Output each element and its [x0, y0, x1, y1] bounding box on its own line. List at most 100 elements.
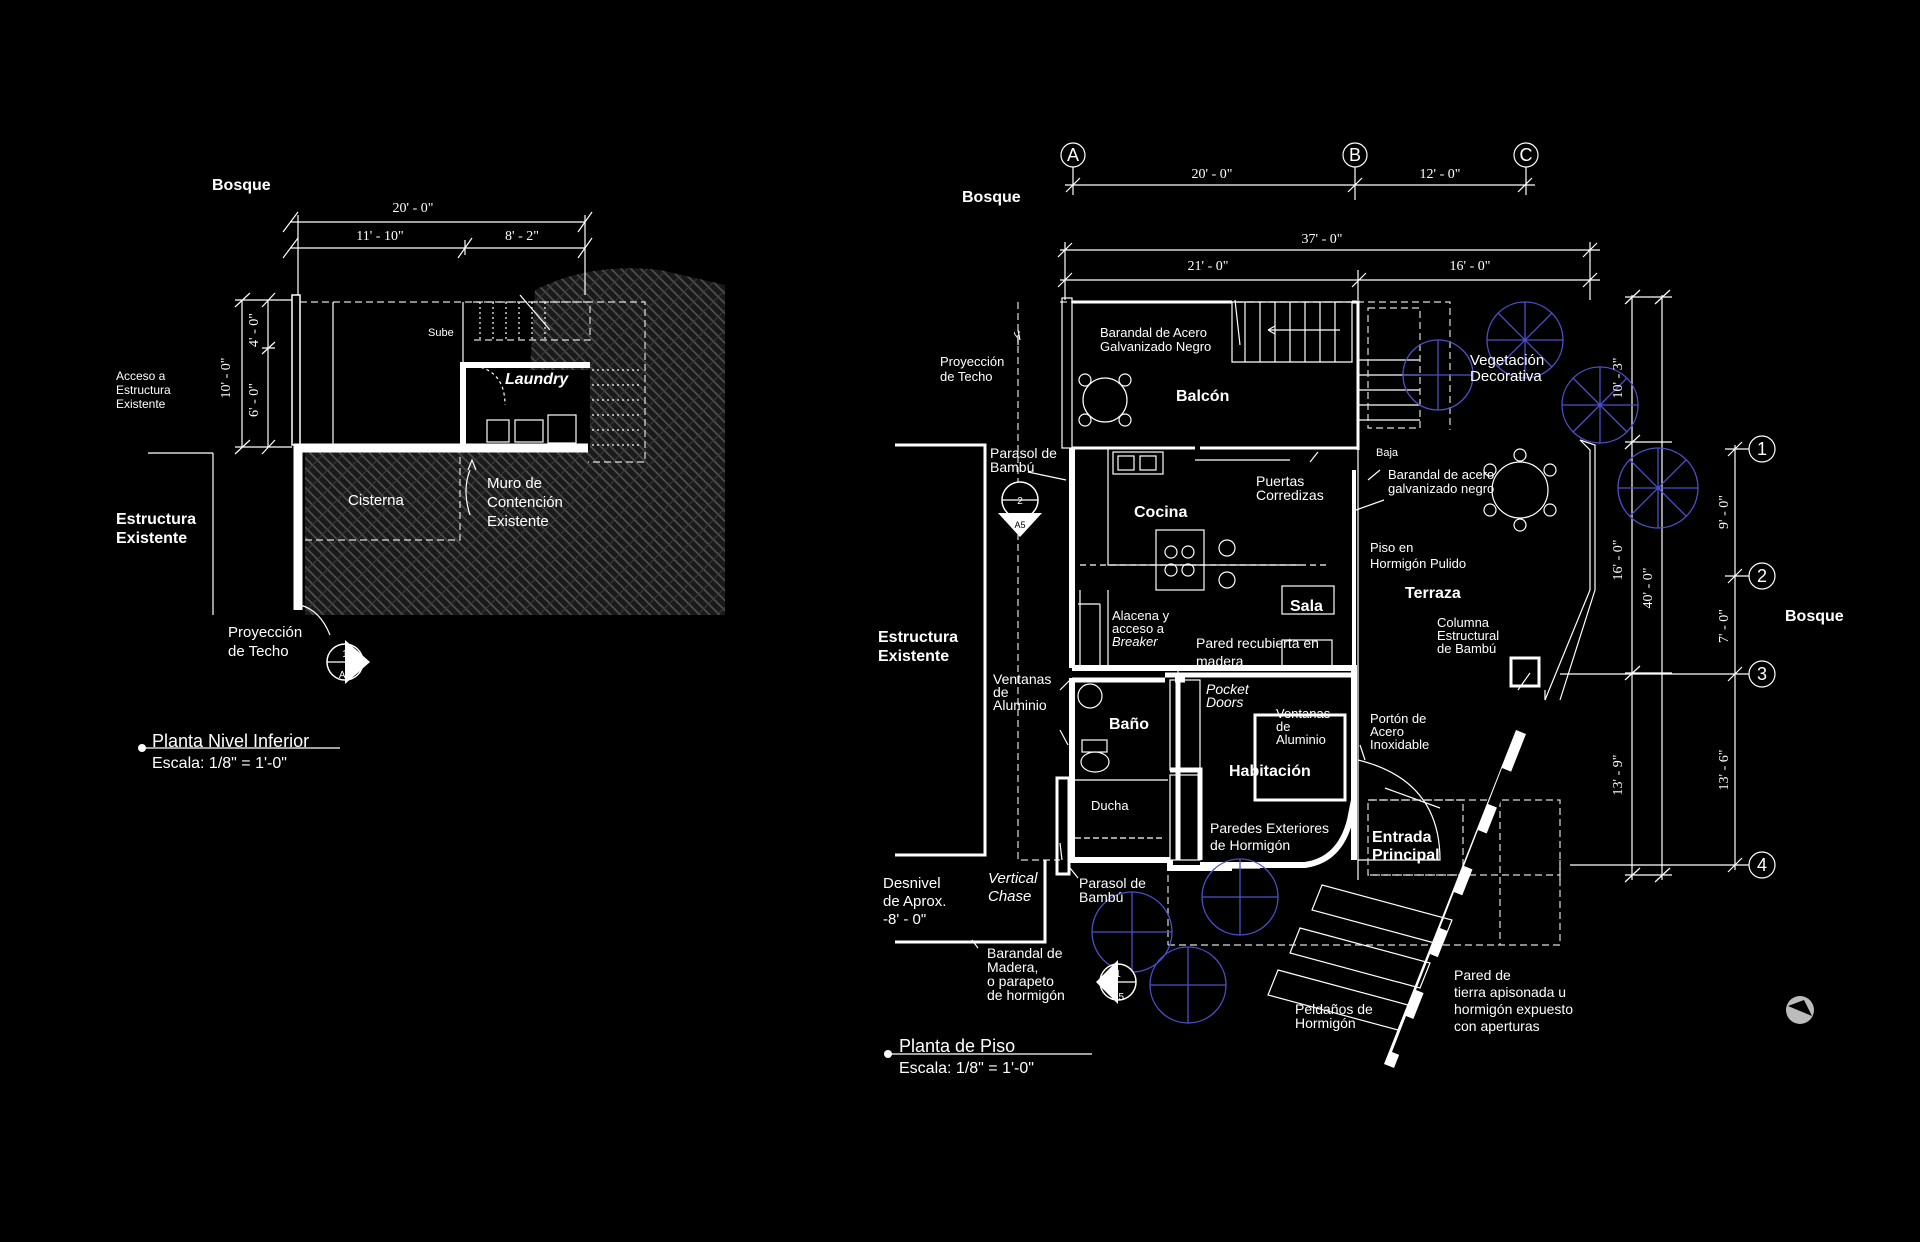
grid-c: C — [1520, 145, 1533, 165]
pocket-2: Doors — [1206, 694, 1243, 710]
dim-total: 20' - 0" — [393, 201, 434, 216]
sube-label: Sube — [428, 327, 454, 339]
cocina-label: Cocina — [1134, 504, 1187, 521]
cisterna-label: Cisterna — [348, 492, 405, 509]
grid-4: 4 — [1757, 855, 1767, 875]
lower-plan-scale: Escala: 1/8" = 1'-0" — [152, 755, 287, 772]
peldanos-2: Hormigón — [1295, 1015, 1356, 1031]
main-plan-scale: Escala: 1/8" = 1'-0" — [899, 1060, 1034, 1077]
ventanas1-3: Aluminio — [993, 697, 1047, 713]
main-plan-title: Planta de Piso — [899, 1036, 1015, 1056]
logo-mark — [1786, 996, 1814, 1024]
alacena-2: acceso a — [1112, 621, 1165, 636]
main-stair — [1231, 301, 1420, 421]
puertas-1: Puertas — [1256, 473, 1304, 489]
parasol1-2: Bambú — [990, 459, 1034, 475]
dim-main-right: 16' - 0" — [1450, 259, 1491, 274]
dim-g2: 7' - 0" — [1717, 609, 1732, 643]
barandal-acero2-1: Barandal de acero — [1388, 467, 1494, 482]
desnivel-1: Desnivel — [883, 875, 941, 892]
baja-label: Baja — [1376, 447, 1399, 459]
muro-line-2: Contención — [487, 494, 563, 511]
laundry-label: Laundry — [505, 371, 569, 388]
pared-tierra-3: hormigón expuesto — [1454, 1001, 1573, 1017]
concrete-steps — [1267, 884, 1453, 1031]
vertical-2: Chase — [988, 888, 1031, 905]
dim-ab: 20' - 0" — [1192, 167, 1233, 182]
main-plan-labels: A B C 1 2 3 4 20' - 0" 12' - 0" 37' - 0"… — [878, 145, 1844, 1077]
dim-vert-total: 10' - 0" — [219, 358, 234, 399]
ventanas2-3: Aluminio — [1276, 732, 1326, 747]
alacena-3: Breaker — [1112, 634, 1158, 649]
bosque-right: Bosque — [1785, 608, 1844, 625]
pared-recubierta-2: madera — [1196, 653, 1244, 669]
vertical-1: Vertical — [988, 870, 1038, 887]
section2-sheet: A5 — [1014, 520, 1025, 530]
acceso-line-1: Acceso a — [116, 369, 166, 383]
section1-sheet: A5 — [1112, 992, 1125, 1003]
bano-label: Baño — [1109, 716, 1149, 733]
entrada-2: Principal — [1372, 847, 1440, 864]
barandal-madera-4: de hormigón — [987, 987, 1065, 1003]
lower-level-plan — [138, 211, 725, 752]
vegetacion-1: Vegetación — [1470, 352, 1544, 369]
dim-bc: 12' - 0" — [1420, 167, 1461, 182]
terraza-label: Terraza — [1405, 585, 1461, 602]
pared-tierra-2: tierra apisonada u — [1454, 984, 1566, 1000]
barandal-acero-1: Barandal de Acero — [1100, 325, 1207, 340]
proyeccion-line-2: de Techo — [228, 643, 289, 660]
bamboo-column — [1509, 656, 1541, 688]
dim-r1: 10' - 3" — [1611, 358, 1626, 399]
muro-line-1: Muro de — [487, 475, 542, 492]
estructura-line-2: Existente — [116, 530, 187, 547]
desnivel-3: -8' - 0" — [883, 911, 926, 928]
columna-3: de Bambú — [1437, 641, 1496, 656]
porton-2: Acero — [1370, 724, 1404, 739]
dim-vert-bottom: 6' - 0" — [247, 383, 262, 417]
parasol2-2: Bambú — [1079, 889, 1123, 905]
grid-bubbles — [1057, 142, 1776, 883]
sala-label: Sala — [1290, 598, 1323, 615]
ventanas2-2: de — [1276, 719, 1290, 734]
grid-3: 3 — [1757, 664, 1767, 684]
dim-left: 11' - 10" — [356, 229, 403, 244]
barandal-madera-3: o parapeto — [987, 973, 1054, 989]
dim-vert-top: 4' - 0" — [247, 313, 262, 347]
lower-plan-labels: Bosque 20' - 0" 11' - 10" 8' - 2" 10' - … — [116, 177, 569, 772]
vegetation-trees — [1091, 301, 1699, 1024]
paredes-ext-1: Paredes Exteriores — [1210, 820, 1329, 836]
desnivel-2: de Aprox. — [883, 893, 946, 910]
main-proyeccion-2: de Techo — [940, 369, 993, 384]
section1-num: 1 — [1115, 969, 1121, 980]
grid-2: 2 — [1757, 566, 1767, 586]
main-proyeccion-1: Proyección — [940, 354, 1004, 369]
dim-g3: 13' - 6" — [1717, 750, 1732, 791]
ventanas1-2: de — [993, 684, 1009, 700]
barandal-acero-2: Galvanizado Negro — [1100, 339, 1211, 354]
dim-main-left: 21' - 0" — [1188, 259, 1229, 274]
section2-num: 2 — [1017, 496, 1023, 507]
proyeccion-line-1: Proyección — [228, 624, 302, 641]
barandal-madera-1: Barandal de — [987, 945, 1063, 961]
dim-r2: 16' - 0" — [1611, 540, 1626, 581]
ventanas2-1: Ventanas — [1276, 706, 1331, 721]
muro-line-3: Existente — [487, 513, 549, 530]
main-estructura-2: Existente — [878, 648, 949, 665]
dim-g1: 9' - 0" — [1717, 495, 1732, 529]
barandal-madera-2: Madera, — [987, 959, 1038, 975]
section-sheet: A5 — [339, 670, 352, 681]
acceso-line-3: Existente — [116, 397, 166, 411]
piso-2: Hormigón Pulido — [1370, 556, 1466, 571]
dim-rtotal: 40' - 0" — [1641, 568, 1656, 609]
columna-1: Columna — [1437, 615, 1490, 630]
main-floor-plan — [884, 142, 1814, 1068]
lower-plan-title: Planta Nivel Inferior — [152, 731, 309, 751]
acceso-line-2: Estructura — [116, 383, 171, 397]
grid-b: B — [1349, 145, 1361, 165]
pared-recubierta-1: Pared recubierta en — [1196, 635, 1319, 651]
main-estructura-1: Estructura — [878, 629, 958, 646]
barandal-acero2-2: galvanizado negro — [1388, 481, 1494, 496]
grid-1: 1 — [1757, 439, 1767, 459]
balcon-label: Balcón — [1176, 388, 1229, 405]
alacena-1: Alacena y — [1112, 608, 1170, 623]
